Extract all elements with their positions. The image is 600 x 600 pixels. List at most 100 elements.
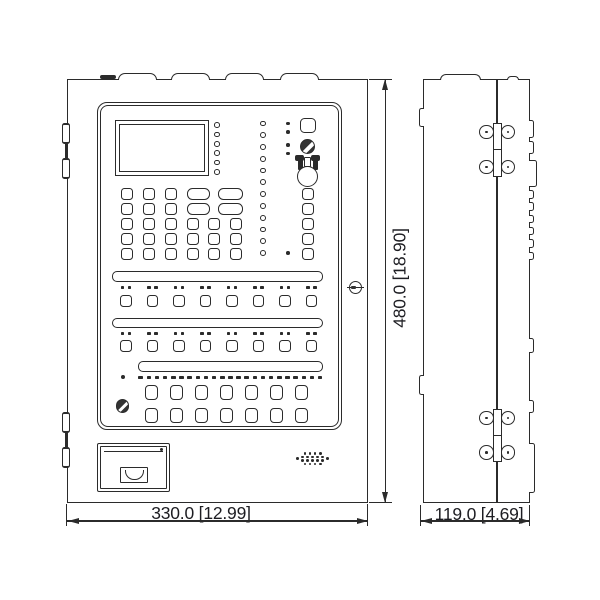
speaker-dot: [306, 459, 309, 462]
bottom-led-dash: [146, 375, 152, 380]
bottom-led-dash: [171, 375, 176, 380]
indicator-dot: [286, 251, 290, 255]
speaker-dot: [316, 455, 320, 459]
key-switch-icon: [293, 153, 323, 189]
keypad-button: [142, 218, 155, 230]
zone-label-bar: [138, 361, 323, 372]
zone-led-pair-dot: [233, 331, 238, 335]
zone-select-button: [173, 294, 185, 307]
printer-tray: [120, 466, 148, 484]
zone-led-pair-dot: [207, 331, 211, 335]
zone-led-pair-dot: [173, 286, 178, 290]
zone-led-pair-dot: [180, 331, 185, 335]
printer-outline: [97, 443, 170, 492]
hinge-screw: [485, 165, 488, 169]
zone-led-pair-dot: [127, 286, 132, 290]
zone-led-pair-dot: [154, 331, 158, 335]
zone-led: [260, 179, 266, 186]
bottom-button: [145, 408, 158, 423]
keypad-button: [230, 248, 243, 260]
zone-led-pair-dot: [120, 286, 125, 290]
bottom-button: [270, 385, 283, 400]
side-mount-tab: [418, 375, 425, 396]
side-protrusion: [529, 214, 534, 224]
zone-select-button: [146, 294, 159, 307]
menu-button: [301, 248, 315, 260]
bottom-led-dash: [162, 375, 168, 380]
zone-led: [260, 238, 266, 245]
front-hinge-pin: [65, 432, 67, 447]
bottom-button: [195, 408, 208, 423]
side-protrusion: [529, 239, 534, 248]
bottom-button: [295, 408, 308, 423]
zone-led-pair-dot: [233, 286, 238, 290]
speaker-dot: [326, 457, 329, 460]
zone-led-pair-dot: [127, 331, 132, 335]
bottom-button: [270, 408, 283, 423]
bottom-led-dash: [203, 375, 209, 380]
keypad-button: [142, 248, 155, 260]
zone-led-pair-dot: [279, 331, 284, 335]
front-hinge-knuckle: [62, 158, 70, 179]
extension-line: [529, 504, 531, 526]
zone-led-pair-dot: [286, 331, 291, 335]
bottom-led-dash: [154, 375, 160, 380]
extension-line: [367, 504, 369, 526]
menu-button: [301, 218, 315, 230]
bottom-button: [170, 408, 183, 423]
zone-select-button: [279, 294, 291, 307]
keypad-button: [208, 233, 221, 245]
bottom-led-dash: [220, 375, 225, 380]
zone-led-pair-dot: [286, 286, 291, 290]
top-knockout-open: [100, 74, 116, 80]
side-protrusion: [529, 190, 534, 199]
speaker-dot: [321, 455, 325, 459]
zone-led: [260, 214, 266, 221]
zone-led: [260, 167, 266, 174]
bottom-button: [220, 408, 233, 423]
front-hinge-knuckle: [62, 123, 70, 144]
keypad-button: [120, 233, 133, 245]
zone-led-pair-dot: [260, 286, 264, 290]
dimension-arrow: [421, 517, 432, 524]
door-inner-line: [100, 105, 339, 427]
zone-label-bar: [112, 271, 323, 282]
printer-tray-curve: [124, 469, 144, 480]
bottom-led-dash: [268, 375, 274, 380]
bottom-led-dash: [211, 375, 217, 380]
bottom-button: [220, 385, 233, 400]
hinge-screw: [506, 165, 510, 169]
bottom-button: [195, 385, 208, 400]
speaker-dot: [301, 459, 304, 462]
zone-led: [260, 250, 266, 256]
keypad-button: [142, 233, 155, 245]
keypad-button: [164, 233, 177, 245]
bottom-button: [170, 385, 183, 400]
zone-led-pair-dot: [207, 286, 211, 290]
keypad-button: [164, 218, 177, 230]
keypad-wide-button: [218, 203, 244, 215]
zone-select-button: [120, 294, 132, 307]
side-protrusion: [529, 120, 535, 138]
zone-led-pair-dot: [147, 286, 151, 290]
zone-led: [260, 155, 266, 162]
keypad-button: [164, 188, 177, 200]
keypad-wide-button: [218, 188, 244, 200]
height-dimension-label: 480.0 [18.90]: [389, 228, 409, 328]
status-led: [214, 159, 220, 166]
side-protrusion: [529, 202, 534, 211]
keypad-button: [186, 233, 199, 245]
printer-led: [160, 447, 164, 451]
buzzer-silence-icon: [115, 399, 130, 413]
bottom-led-dash: [244, 375, 249, 380]
bottom-led-dash: [260, 375, 266, 380]
zone-led: [260, 144, 266, 150]
hinge-screw: [485, 130, 488, 134]
front-hinge-pin: [65, 143, 67, 158]
zone-select-button: [305, 294, 318, 307]
hinge-pin-joint: [493, 434, 501, 436]
zone-select-button: [120, 339, 132, 352]
indicator-dot: [286, 121, 290, 126]
dimension-line: [67, 520, 368, 522]
